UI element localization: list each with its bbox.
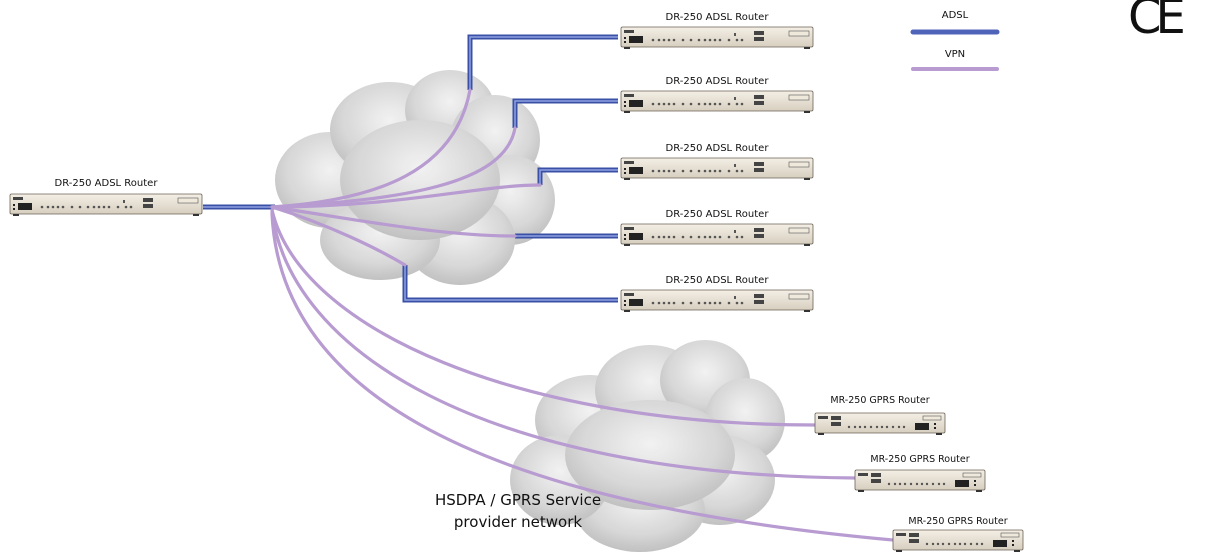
vpn-link-3 [270,183,542,209]
vpn-link-gprs-1 [270,208,817,427]
gprs-router-1: MR-250 GPRS Router [814,395,946,436]
gprs-router-2: MR-250 GPRS Router [854,454,986,493]
central-router-label: DR-250 ADSL Router [55,178,159,189]
adsl-router-label: DR-250 ADSL Router [666,275,770,286]
legend: ADSL VPN [910,10,1000,71]
vpn-link-gprs-3 [270,212,895,542]
adsl-router-1: DR-250 ADSL Router [620,12,814,50]
vpn-link-4 [270,205,517,238]
vpn-link-gprs-2 [270,210,857,480]
gprs-router-3: MR-250 GPRS Router [892,516,1024,553]
adsl-router-2: DR-250 ADSL Router [620,76,814,114]
adsl-link-3 [537,167,618,185]
network-label: HSDPA / GPRS Service provider network [435,491,601,531]
gprs-router-label: MR-250 GPRS Router [870,454,969,465]
adsl-router-label: DR-250 ADSL Router [666,12,770,23]
ce-mark-logo: CE [1128,0,1184,45]
adsl-router-5: DR-250 ADSL Router [620,275,814,313]
adsl-link-1 [467,34,618,90]
adsl-router-label: DR-250 ADSL Router [666,143,770,154]
network-label-line2: provider network [454,513,582,531]
gprs-router-label: MR-250 GPRS Router [830,395,929,406]
legend-adsl-label: ADSL [942,10,969,21]
adsl-router-label: DR-250 ADSL Router [666,209,770,220]
legend-vpn-label: VPN [945,49,965,60]
gprs-router-label: MR-250 GPRS Router [908,516,1007,527]
adsl-links [203,34,618,303]
adsl-router-4: DR-250 ADSL Router [620,209,814,247]
vpn-link-2 [270,126,517,209]
adsl-router-3: DR-250 ADSL Router [620,143,814,181]
central-router: DR-250 ADSL Router [9,178,203,217]
vpn-links [270,88,895,542]
vpn-link-5 [270,205,407,267]
adsl-provider-cloud [275,70,555,285]
adsl-router-label: DR-250 ADSL Router [666,76,770,87]
network-label-line1: HSDPA / GPRS Service [435,491,601,509]
